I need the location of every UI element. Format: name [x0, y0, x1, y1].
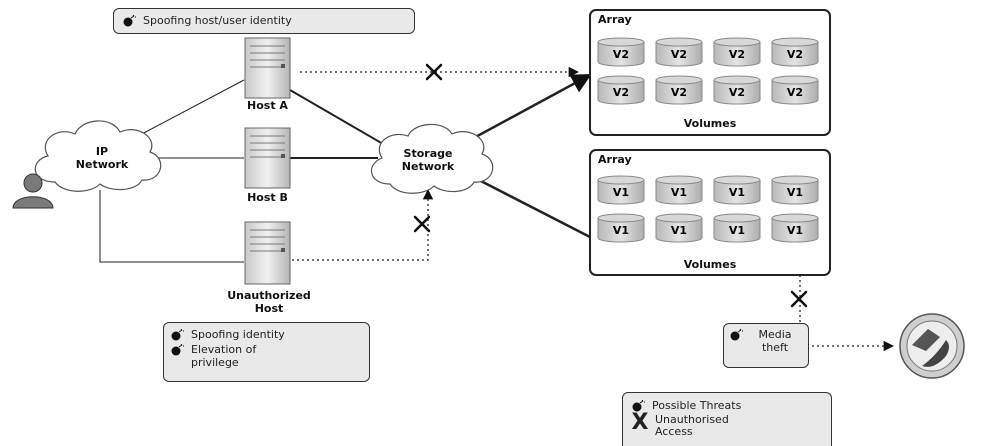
- volume-cylinder: V1: [713, 213, 761, 243]
- volume-label: V1: [671, 186, 687, 199]
- storage-network-cloud: [371, 123, 494, 194]
- blocked-marks: [413, 63, 808, 308]
- volume-label: V2: [729, 48, 745, 61]
- volume-label: V2: [729, 86, 745, 99]
- volume-cylinder: V1: [597, 175, 645, 205]
- bomb-icon: [632, 400, 645, 412]
- array-top-title: Array: [598, 13, 632, 26]
- volume-cylinder: V1: [771, 175, 819, 205]
- server-host-a: [244, 37, 291, 99]
- volume-cylinder: V2: [771, 37, 819, 67]
- threat-callout-media: Media theft: [723, 323, 809, 368]
- legend-unauthorised-access: Unauthorised Access: [655, 413, 729, 438]
- volume-cylinder: V2: [655, 75, 703, 105]
- x-mark-icon: [790, 290, 808, 308]
- host-a-label: Host A: [247, 99, 288, 112]
- bomb-icon: [123, 15, 136, 27]
- volume-label: V1: [787, 224, 803, 237]
- array-top-frame: [589, 9, 831, 136]
- ip-network-cloud: [34, 120, 162, 192]
- x-mark-icon: X: [631, 410, 649, 435]
- array-bottom-volumes-label: Volumes: [683, 258, 737, 271]
- volume-cylinder: V2: [597, 75, 645, 105]
- server-host-b: [244, 127, 291, 189]
- volume-label: V1: [671, 224, 687, 237]
- volume-label: V2: [613, 86, 629, 99]
- volume-cylinder: V2: [655, 37, 703, 67]
- cloud-icon: [34, 120, 494, 194]
- bomb-icon: [171, 344, 184, 356]
- volume-cylinder: V2: [713, 37, 761, 67]
- x-mark-icon: [425, 63, 443, 81]
- volume-label: V2: [787, 86, 803, 99]
- volume-label: V1: [787, 186, 803, 199]
- threat-callout-unauthorized: Spoofing identity Elevation of privilege: [163, 322, 370, 382]
- volume-cylinder: V2: [597, 37, 645, 67]
- media-theft-icon: [899, 313, 965, 379]
- volume-cylinder: V2: [713, 75, 761, 105]
- link-storage-array1: [469, 73, 592, 142]
- storage-network-label: Storage Network: [401, 147, 455, 173]
- volume-label: V1: [729, 224, 745, 237]
- array-bottom-title: Array: [598, 153, 632, 166]
- ip-network-label: IP Network: [75, 145, 129, 171]
- volume-label: V2: [613, 48, 629, 61]
- unauthorized-host-label: Unauthorized Host: [227, 289, 311, 315]
- volume-label: V2: [671, 48, 687, 61]
- server-unauthorized-host: [244, 221, 291, 285]
- blocked-unauth-storage: [292, 188, 434, 261]
- array-bottom-frame: [589, 149, 831, 276]
- x-mark-icon: [413, 215, 431, 233]
- volume-cylinder: V1: [597, 213, 645, 243]
- volume-label: V1: [729, 186, 745, 199]
- bomb-icon: [730, 329, 743, 341]
- blocked-paths: [292, 66, 895, 352]
- bomb-icon: [171, 329, 184, 341]
- threat-media-theft: Media theft: [758, 328, 792, 354]
- link-hostA-storage: [289, 89, 391, 149]
- volume-label: V1: [613, 224, 629, 237]
- legend-possible-threats: Possible Threats: [652, 399, 742, 412]
- volume-label: V1: [613, 186, 629, 199]
- link-storage-array2: [474, 176, 591, 239]
- threat-spoofing-host-user: Spoofing host/user identity: [143, 14, 292, 27]
- network-links: [99, 79, 591, 263]
- volume-cylinder: V1: [771, 213, 819, 243]
- legend-box: Possible Threats X Unauthorised Access: [622, 392, 832, 446]
- link-ip-unauth: [99, 190, 244, 263]
- volume-cylinder: V1: [713, 175, 761, 205]
- threat-elevation-of-privilege: Elevation of privilege: [191, 343, 257, 369]
- host-b-label: Host B: [247, 191, 288, 204]
- threat-spoofing-identity: Spoofing identity: [191, 328, 285, 341]
- volume-label: V2: [787, 48, 803, 61]
- volume-cylinder: V1: [655, 175, 703, 205]
- array-top-volumes-label: Volumes: [683, 117, 737, 130]
- link-ip-hostA: [139, 79, 245, 136]
- volume-label: V2: [671, 86, 687, 99]
- volume-cylinder: V2: [771, 75, 819, 105]
- volume-cylinder: V1: [655, 213, 703, 243]
- threat-callout-top: Spoofing host/user identity: [113, 8, 415, 34]
- user-icon: [12, 173, 54, 209]
